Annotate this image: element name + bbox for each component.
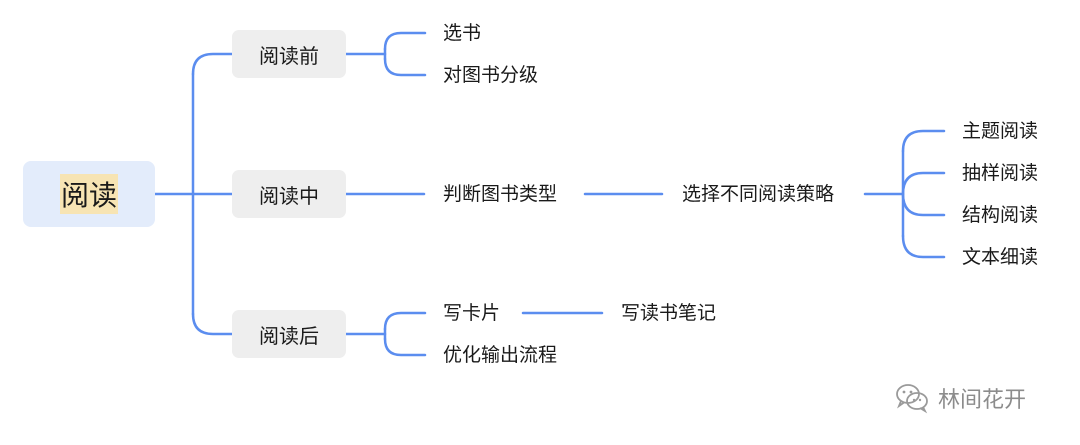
topic-grade-books[interactable]: 对图书分级 [443, 64, 539, 86]
topic-judge-book-type[interactable]: 判断图书类型 [443, 183, 558, 205]
stage-node-during[interactable]: 阅读中 [232, 170, 346, 218]
root-node[interactable]: 阅读 [23, 161, 155, 227]
wechat-icon [896, 384, 928, 414]
stage-node-after[interactable]: 阅读后 [232, 310, 346, 358]
stage-label: 阅读后 [259, 323, 319, 348]
watermark-text: 林间花开 [938, 388, 1027, 413]
root-label: 阅读 [59, 174, 118, 214]
stage-node-before[interactable]: 阅读前 [232, 30, 346, 78]
topic-strategy-sampling[interactable]: 抽样阅读 [962, 162, 1039, 184]
topic-choose-book[interactable]: 选书 [443, 22, 482, 44]
topic-write-notes[interactable]: 写读书笔记 [621, 302, 717, 324]
watermark: 林间花开 [894, 380, 1026, 416]
topic-write-cards[interactable]: 写卡片 [443, 302, 501, 324]
stage-label: 阅读中 [259, 183, 319, 208]
topic-strategy-structure[interactable]: 结构阅读 [962, 204, 1039, 226]
stage-label: 阅读前 [259, 43, 319, 68]
topic-choose-strategy[interactable]: 选择不同阅读策略 [682, 183, 835, 205]
topic-strategy-close-reading[interactable]: 文本细读 [962, 246, 1039, 268]
topic-strategy-theme[interactable]: 主题阅读 [962, 120, 1039, 142]
topic-optimize-output[interactable]: 优化输出流程 [443, 344, 558, 366]
